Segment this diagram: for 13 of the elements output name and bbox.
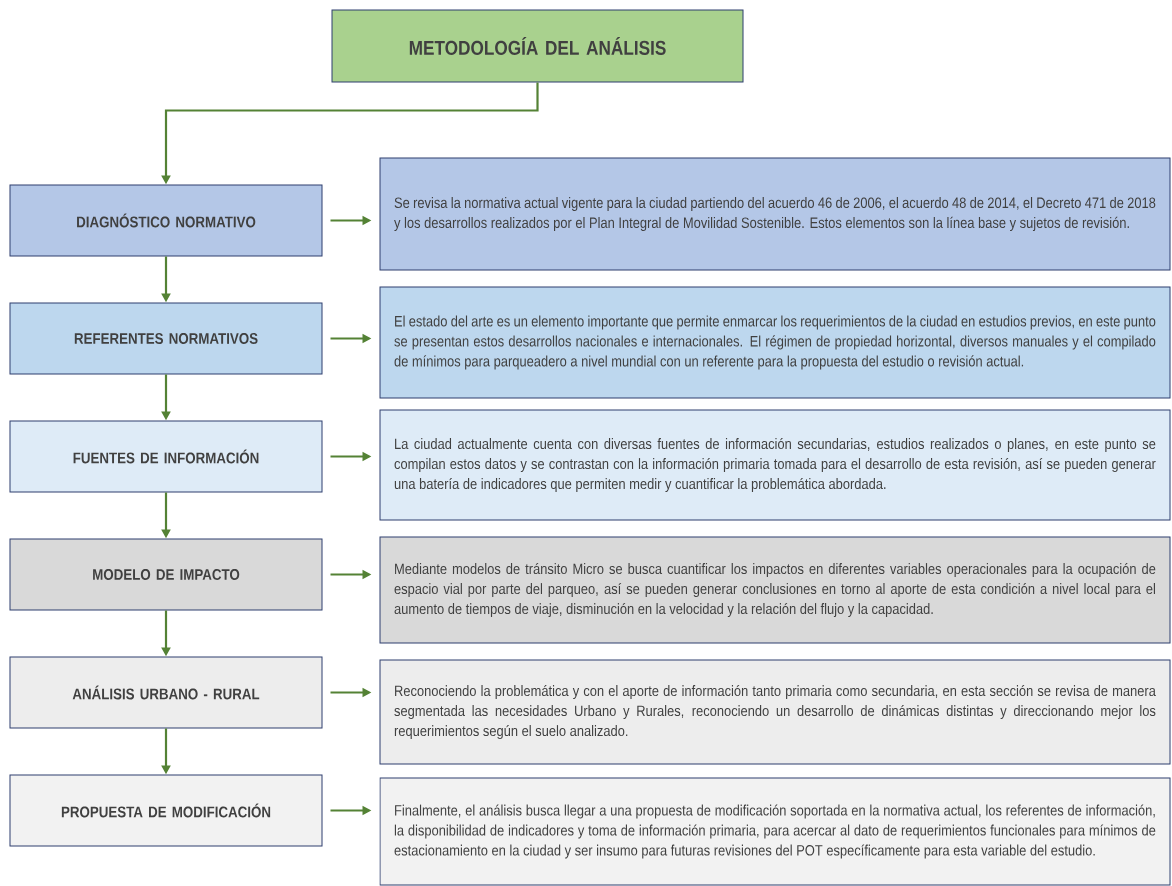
step-box: MODELO DE IMPACTO bbox=[9, 538, 323, 611]
step-box: REFERENTES NORMATIVOS bbox=[9, 302, 323, 375]
step-box: ANÁLISIS URBANO - RURAL bbox=[9, 656, 323, 729]
description-box: Mediante modelos de tránsito Micro se busca cuantificar los impactos en diferentes variables operacionales para la ocupación de espacio vial por parte del parqueo, así se pueden generar conclusiones en torno al aporte de esta condición a nivel local para el aumento de tiempos de viaje, disminución en la velocidad y la relación del flujo y la capacidad. bbox=[379, 536, 1171, 644]
step-box: PROPUESTA DE MODIFICACIÓN bbox=[9, 774, 323, 847]
description-box: Finalmente, el análisis busca llegar a una propuesta de modificación soportada en la normativa actual, los referentes de información, la disponibilidad de indicadores y toma de información primaria, para acercar al dato de requerimientos funcionales para mínimos de estacionamiento en la ciudad y ser insumo para futuras revisiones del POT específicamente para esta variable del estudio. bbox=[379, 777, 1171, 886]
step-box: FUENTES DE INFORMACIÓN bbox=[9, 420, 323, 493]
step-box: DIAGNÓSTICO NORMATIVO bbox=[9, 184, 323, 257]
description-box: La ciudad actualmente cuenta con diversas fuentes de información secundarias, estudios realizados o planes, en este punto se compilan estos datos y se contrastan con la información primaria tomada para el desarrollo de esta revisión, así se pueden generar una batería de indicadores que permiten medir y cuantificar la problemática abordada. bbox=[379, 409, 1171, 521]
title-box: METODOLOGÍA DEL ANÁLISIS bbox=[331, 9, 744, 83]
description-box: El estado del arte es un elemento importante que permite enmarcar los requerimientos de la ciudad en estudios previos, en este punto se presentan estos desarrollos nacionales e internacionales. El régimen de propiedad horizontal, diversos manuales y el compilado de mínimos para parqueadero a nivel mundial con un referente para la propuesta del estudio o revisión actual. bbox=[379, 286, 1171, 399]
description-box: Se revisa la normativa actual vigente para la ciudad partiendo del acuerdo 46 de 2006, el acuerdo 48 de 2014, el Decreto 471 de 2018 y los desarrollos realizados por el Plan Integral de Movilidad Sostenible. Estos elementos son la línea base y sujetos de revisión. bbox=[379, 157, 1171, 271]
description-box: Reconociendo la problemática y con el aporte de información tanto primaria como secundaria, en esta sección se revisa de manera segmentada las necesidades Urbano y Rurales, reconociendo un desarrollo de dinámicas distintas y direccionando mejor los requerimientos según el suelo analizado. bbox=[379, 659, 1171, 765]
